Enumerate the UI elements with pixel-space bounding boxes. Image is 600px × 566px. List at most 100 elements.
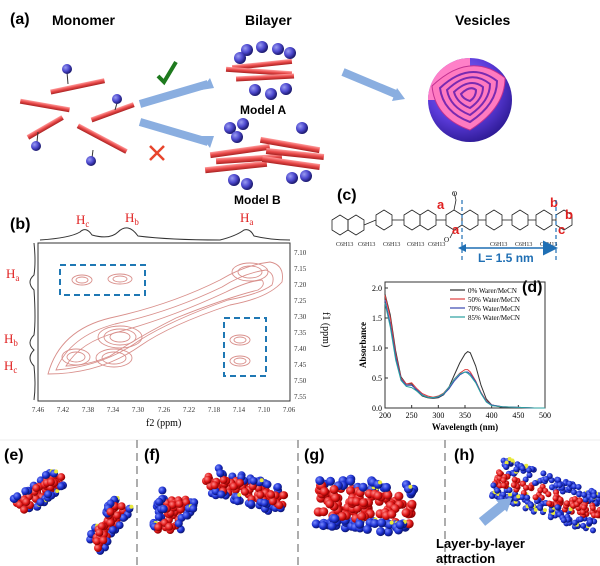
- panel-c-label: (c): [337, 187, 357, 204]
- red-atom: [589, 504, 596, 511]
- chart-xlabel: Wavelength (nm): [432, 422, 498, 432]
- blue-atom: [190, 498, 199, 507]
- red-atom: [523, 484, 529, 491]
- blue-atom: [21, 487, 30, 496]
- blue-atom: [560, 517, 567, 524]
- svg-text:7.26: 7.26: [158, 406, 171, 414]
- blue-atom: [543, 476, 550, 482]
- red-atom: [331, 493, 340, 503]
- red-atom: [236, 478, 244, 487]
- blue-atom: [489, 493, 495, 499]
- blue-atom: [494, 487, 501, 494]
- red-atom: [546, 500, 553, 507]
- blue-atom: [182, 511, 191, 520]
- blue-atom: [311, 519, 321, 529]
- blue-atom: [216, 469, 225, 478]
- panel-f-label: (f): [144, 447, 160, 464]
- svg-text:7.30: 7.30: [132, 406, 145, 414]
- blue-atom: [376, 527, 386, 537]
- red-atom: [510, 482, 517, 488]
- model-b-label: Model B: [234, 193, 281, 207]
- blue-atom: [115, 521, 124, 530]
- monomer-group: [19, 64, 135, 166]
- red-atom: [57, 473, 66, 482]
- y-tick-label: 1.5: [372, 314, 382, 323]
- yellow-atom: [259, 478, 264, 483]
- blue-atom: [506, 487, 513, 494]
- yellow-atom: [508, 492, 512, 497]
- monomer-title: Monomer: [52, 12, 116, 28]
- blue-atom: [525, 467, 532, 474]
- panel-b: (b) Hc Hb Ha Ha Hb Hc: [4, 210, 331, 429]
- nmr-x-ticks: 7.46 7.42 7.38 7.34 7.30 7.26 7.22 7.18 …: [32, 406, 296, 414]
- molecule-model-h: [489, 457, 600, 534]
- h-caption-line2: attraction: [436, 551, 495, 566]
- svg-text:C6H13: C6H13: [540, 242, 557, 248]
- svg-text:C6H13: C6H13: [383, 242, 400, 248]
- blue-atom: [503, 463, 510, 470]
- red-atom: [203, 475, 212, 484]
- blue-atom: [571, 519, 578, 526]
- y-tick-label: 0.0: [372, 404, 382, 413]
- svg-text:7.46: 7.46: [32, 406, 45, 414]
- red-atom: [46, 478, 55, 487]
- legend-label-0: 0% Warer/MeCN: [468, 287, 517, 295]
- red-atom: [577, 497, 583, 504]
- top-projection: [39, 227, 291, 241]
- red-atom: [94, 544, 102, 552]
- blue-atom: [566, 480, 573, 487]
- blue-atom: [528, 502, 535, 509]
- svg-text:a: a: [437, 197, 445, 212]
- svg-text:7.18: 7.18: [208, 406, 221, 414]
- svg-text:7.35: 7.35: [294, 329, 307, 337]
- blue-atom: [330, 514, 340, 524]
- peak-hb-top: Hb: [125, 210, 139, 227]
- svg-text:7.06: 7.06: [283, 406, 296, 414]
- yellow-atom: [378, 480, 382, 485]
- blue-atom: [326, 476, 335, 486]
- svg-text:b: b: [550, 195, 558, 210]
- yellow-atom: [55, 489, 60, 493]
- svg-text:7.30: 7.30: [294, 313, 307, 321]
- blue-atom: [273, 483, 282, 491]
- svg-text:a: a: [452, 222, 460, 237]
- red-atom: [320, 487, 329, 497]
- red-atom: [319, 507, 329, 517]
- red-atom: [20, 505, 29, 514]
- blue-atom: [327, 521, 337, 531]
- panel-g-label: (g): [304, 447, 324, 464]
- red-atom: [210, 481, 219, 490]
- red-atom: [537, 487, 544, 494]
- panel-d-label: (d): [522, 279, 542, 296]
- red-atom: [219, 475, 228, 484]
- red-atom: [394, 491, 404, 501]
- red-atom: [95, 528, 104, 537]
- cross-peak-box-right: [223, 317, 267, 377]
- panel-a: (a) Monomer Bilayer Vesicles: [10, 11, 512, 207]
- nmr-plot-frame: [37, 242, 291, 402]
- red-atom: [552, 495, 559, 502]
- x-tick-label: 450: [512, 411, 524, 420]
- red-atom: [387, 509, 397, 519]
- red-atom: [165, 522, 174, 531]
- blue-atom: [382, 482, 391, 492]
- oxygen-top: O: [452, 190, 457, 198]
- red-atom: [401, 508, 411, 518]
- length-label: L= 1.5 nm: [478, 251, 534, 265]
- yellow-atom: [237, 492, 242, 497]
- blue-atom: [57, 482, 66, 491]
- yellow-atom: [54, 469, 59, 474]
- blue-atom: [556, 482, 563, 488]
- molecule-model-f2: [202, 464, 289, 515]
- site-labels: a a b b c: [437, 195, 573, 237]
- red-atom: [563, 500, 570, 507]
- blue-atom: [537, 505, 544, 511]
- arrow-to-model-a: [138, 80, 210, 108]
- blue-atom: [260, 499, 269, 507]
- molecule-model-e2: [86, 495, 134, 555]
- panel-f: (f): [144, 447, 289, 534]
- blue-atom: [249, 476, 258, 485]
- yellow-atom: [129, 504, 134, 509]
